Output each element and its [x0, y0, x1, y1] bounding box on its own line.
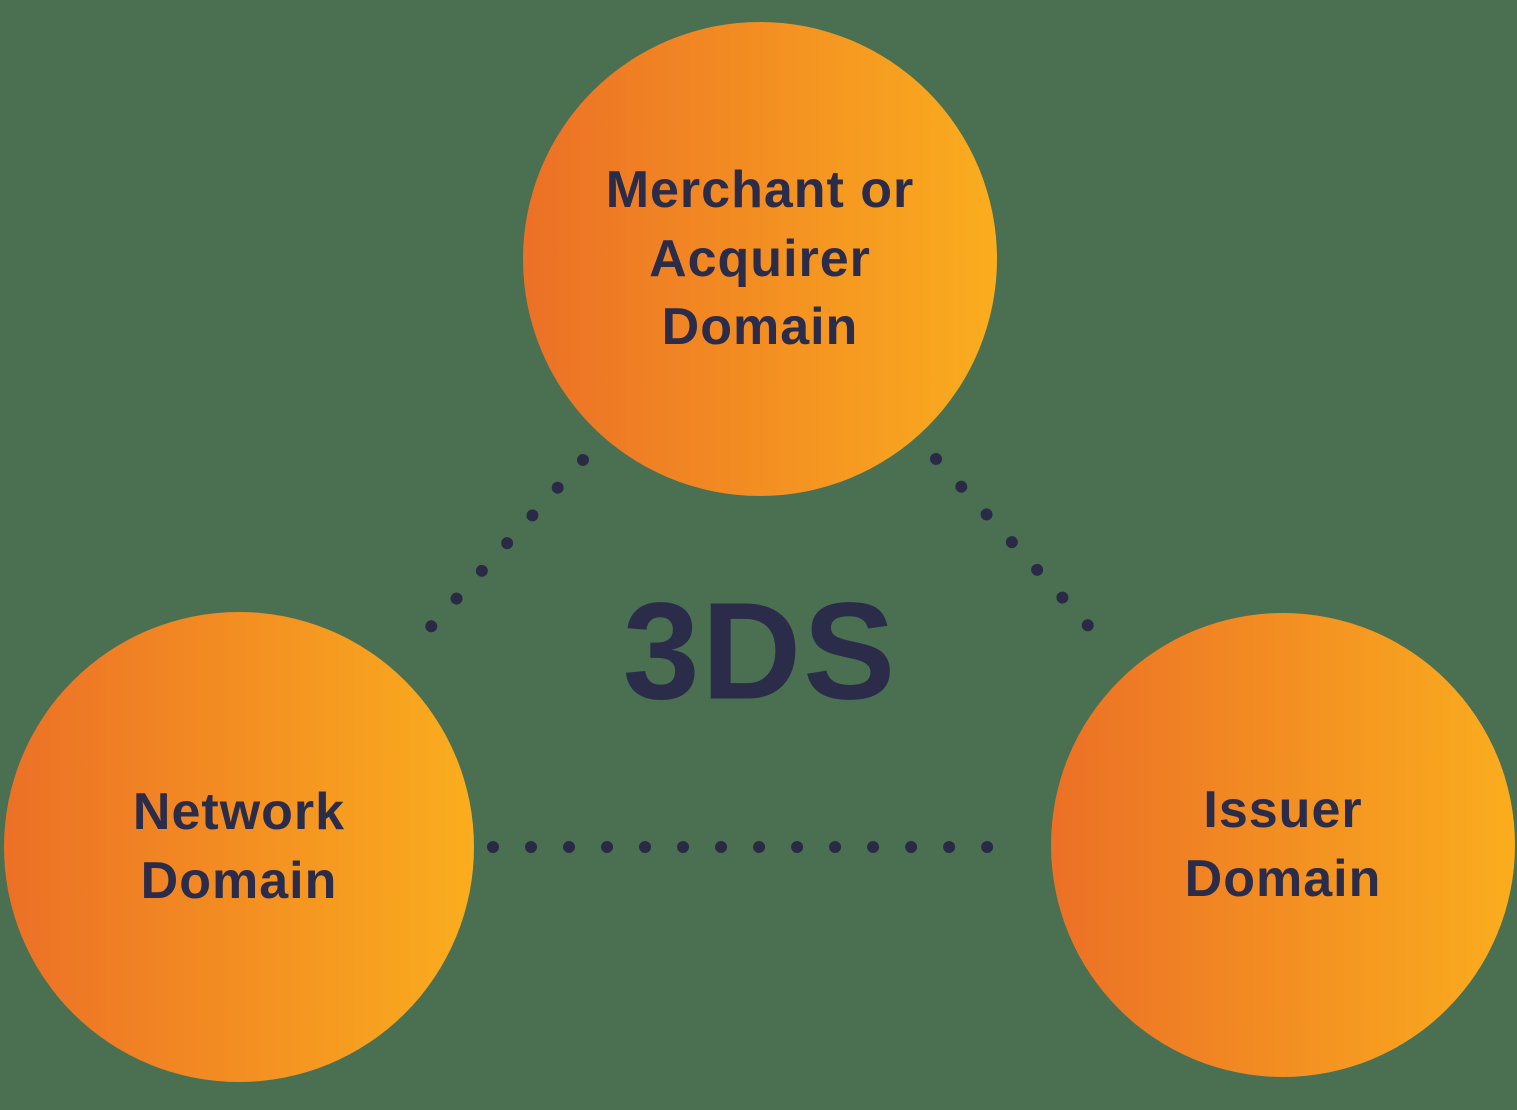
node-issuer-domain: Issuer Domain: [1051, 613, 1515, 1077]
node-issuer-domain-label: Issuer Domain: [1185, 776, 1382, 913]
node-network-domain-label: Network Domain: [133, 778, 345, 915]
label-line: Merchant or: [605, 161, 915, 220]
label-line: Domain: [140, 852, 338, 910]
center-label-3ds: 3DS: [622, 574, 898, 729]
label-line: Acquirer: [649, 229, 871, 288]
label-line: Issuer: [1203, 781, 1363, 840]
label-line: Domain: [1184, 850, 1382, 908]
label-line: Domain: [661, 298, 859, 357]
node-network-domain: Network Domain: [4, 612, 474, 1082]
node-merchant-acquirer-domain: Merchant or Acquirer Domain: [523, 22, 997, 496]
node-merchant-acquirer-domain-label: Merchant or Acquirer Domain: [606, 156, 915, 362]
label-line: Network: [132, 783, 346, 842]
connector-merchant-to-network: [400, 454, 589, 660]
connector-merchant-to-issuer: [930, 453, 1119, 659]
